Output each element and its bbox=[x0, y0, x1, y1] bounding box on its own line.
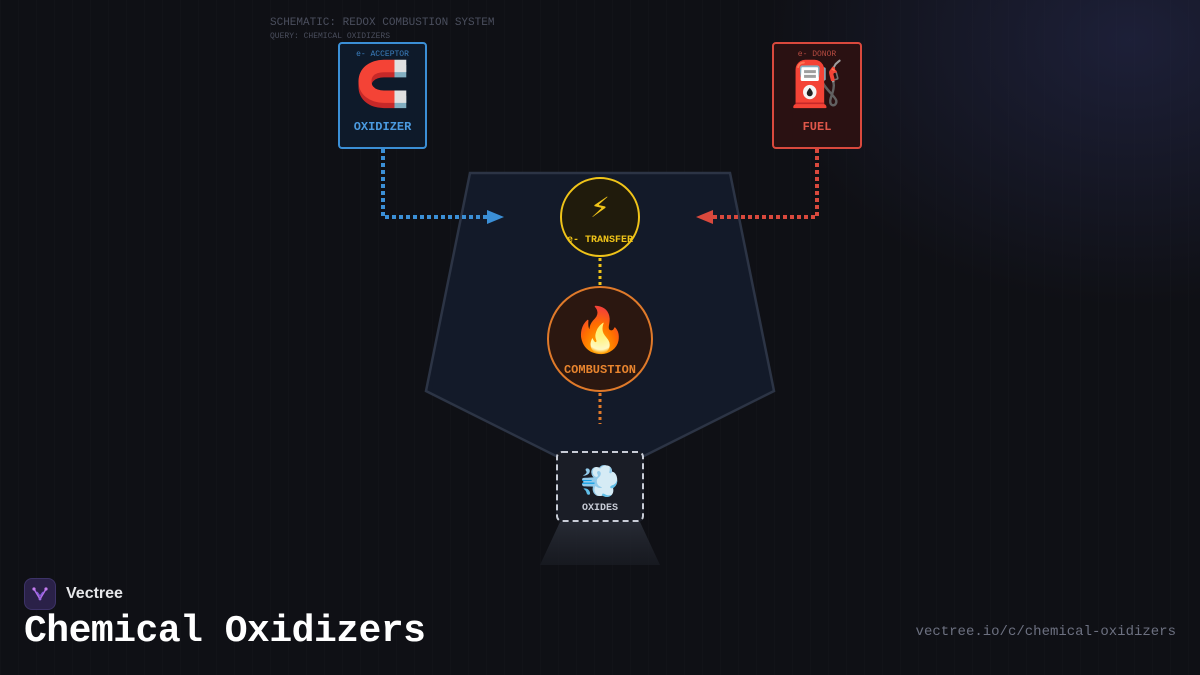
fuel-label: FUEL bbox=[802, 120, 832, 134]
chamber-stem bbox=[540, 522, 660, 565]
oxides-label: OXIDES bbox=[581, 503, 618, 514]
page-title: Chemical Oxidizers bbox=[24, 610, 426, 653]
oxidizer-label: OXIDIZER bbox=[353, 120, 412, 134]
oxidizer-connector bbox=[381, 149, 487, 219]
combustion-label: COMBUSTION bbox=[563, 363, 636, 377]
fuel-arrowhead bbox=[696, 210, 713, 224]
smoke-icon: 💨 bbox=[580, 462, 620, 500]
oxidizer-node: e- ACCEPTOR 🧲 OXIDIZER bbox=[338, 42, 427, 149]
fuel-pump-icon: ⛽ bbox=[789, 59, 845, 110]
oxidizer-caption: e- ACCEPTOR bbox=[356, 50, 409, 59]
schematic-header: SCHEMATIC: REDOX COMBUSTION SYSTEM bbox=[270, 17, 495, 29]
vectree-logo-icon bbox=[24, 578, 56, 610]
lightning-icon: ⚡ bbox=[590, 191, 610, 224]
fuel-caption: e- DONOR bbox=[797, 50, 837, 59]
fuel-connector bbox=[713, 149, 819, 219]
electron-transfer-label: e- TRANSFER bbox=[566, 235, 633, 246]
brand[interactable]: Vectree bbox=[24, 577, 123, 611]
magnet-icon: 🧲 bbox=[355, 59, 410, 110]
oxides-node: 💨 OXIDES bbox=[556, 451, 644, 522]
fuel-node: e- DONOR ⛽ FUEL bbox=[772, 42, 862, 149]
page-url[interactable]: vectree.io/c/chemical-oxidizers bbox=[915, 624, 1176, 640]
combustion-node: 🔥 COMBUSTION bbox=[547, 286, 653, 392]
brand-name: Vectree bbox=[66, 585, 123, 602]
query-header: QUERY: CHEMICAL OXIDIZERS bbox=[270, 32, 391, 41]
oxidizer-arrowhead bbox=[487, 210, 504, 224]
electron-transfer-node: ⚡ e- TRANSFER bbox=[560, 177, 640, 257]
fire-icon: 🔥 bbox=[572, 305, 628, 356]
